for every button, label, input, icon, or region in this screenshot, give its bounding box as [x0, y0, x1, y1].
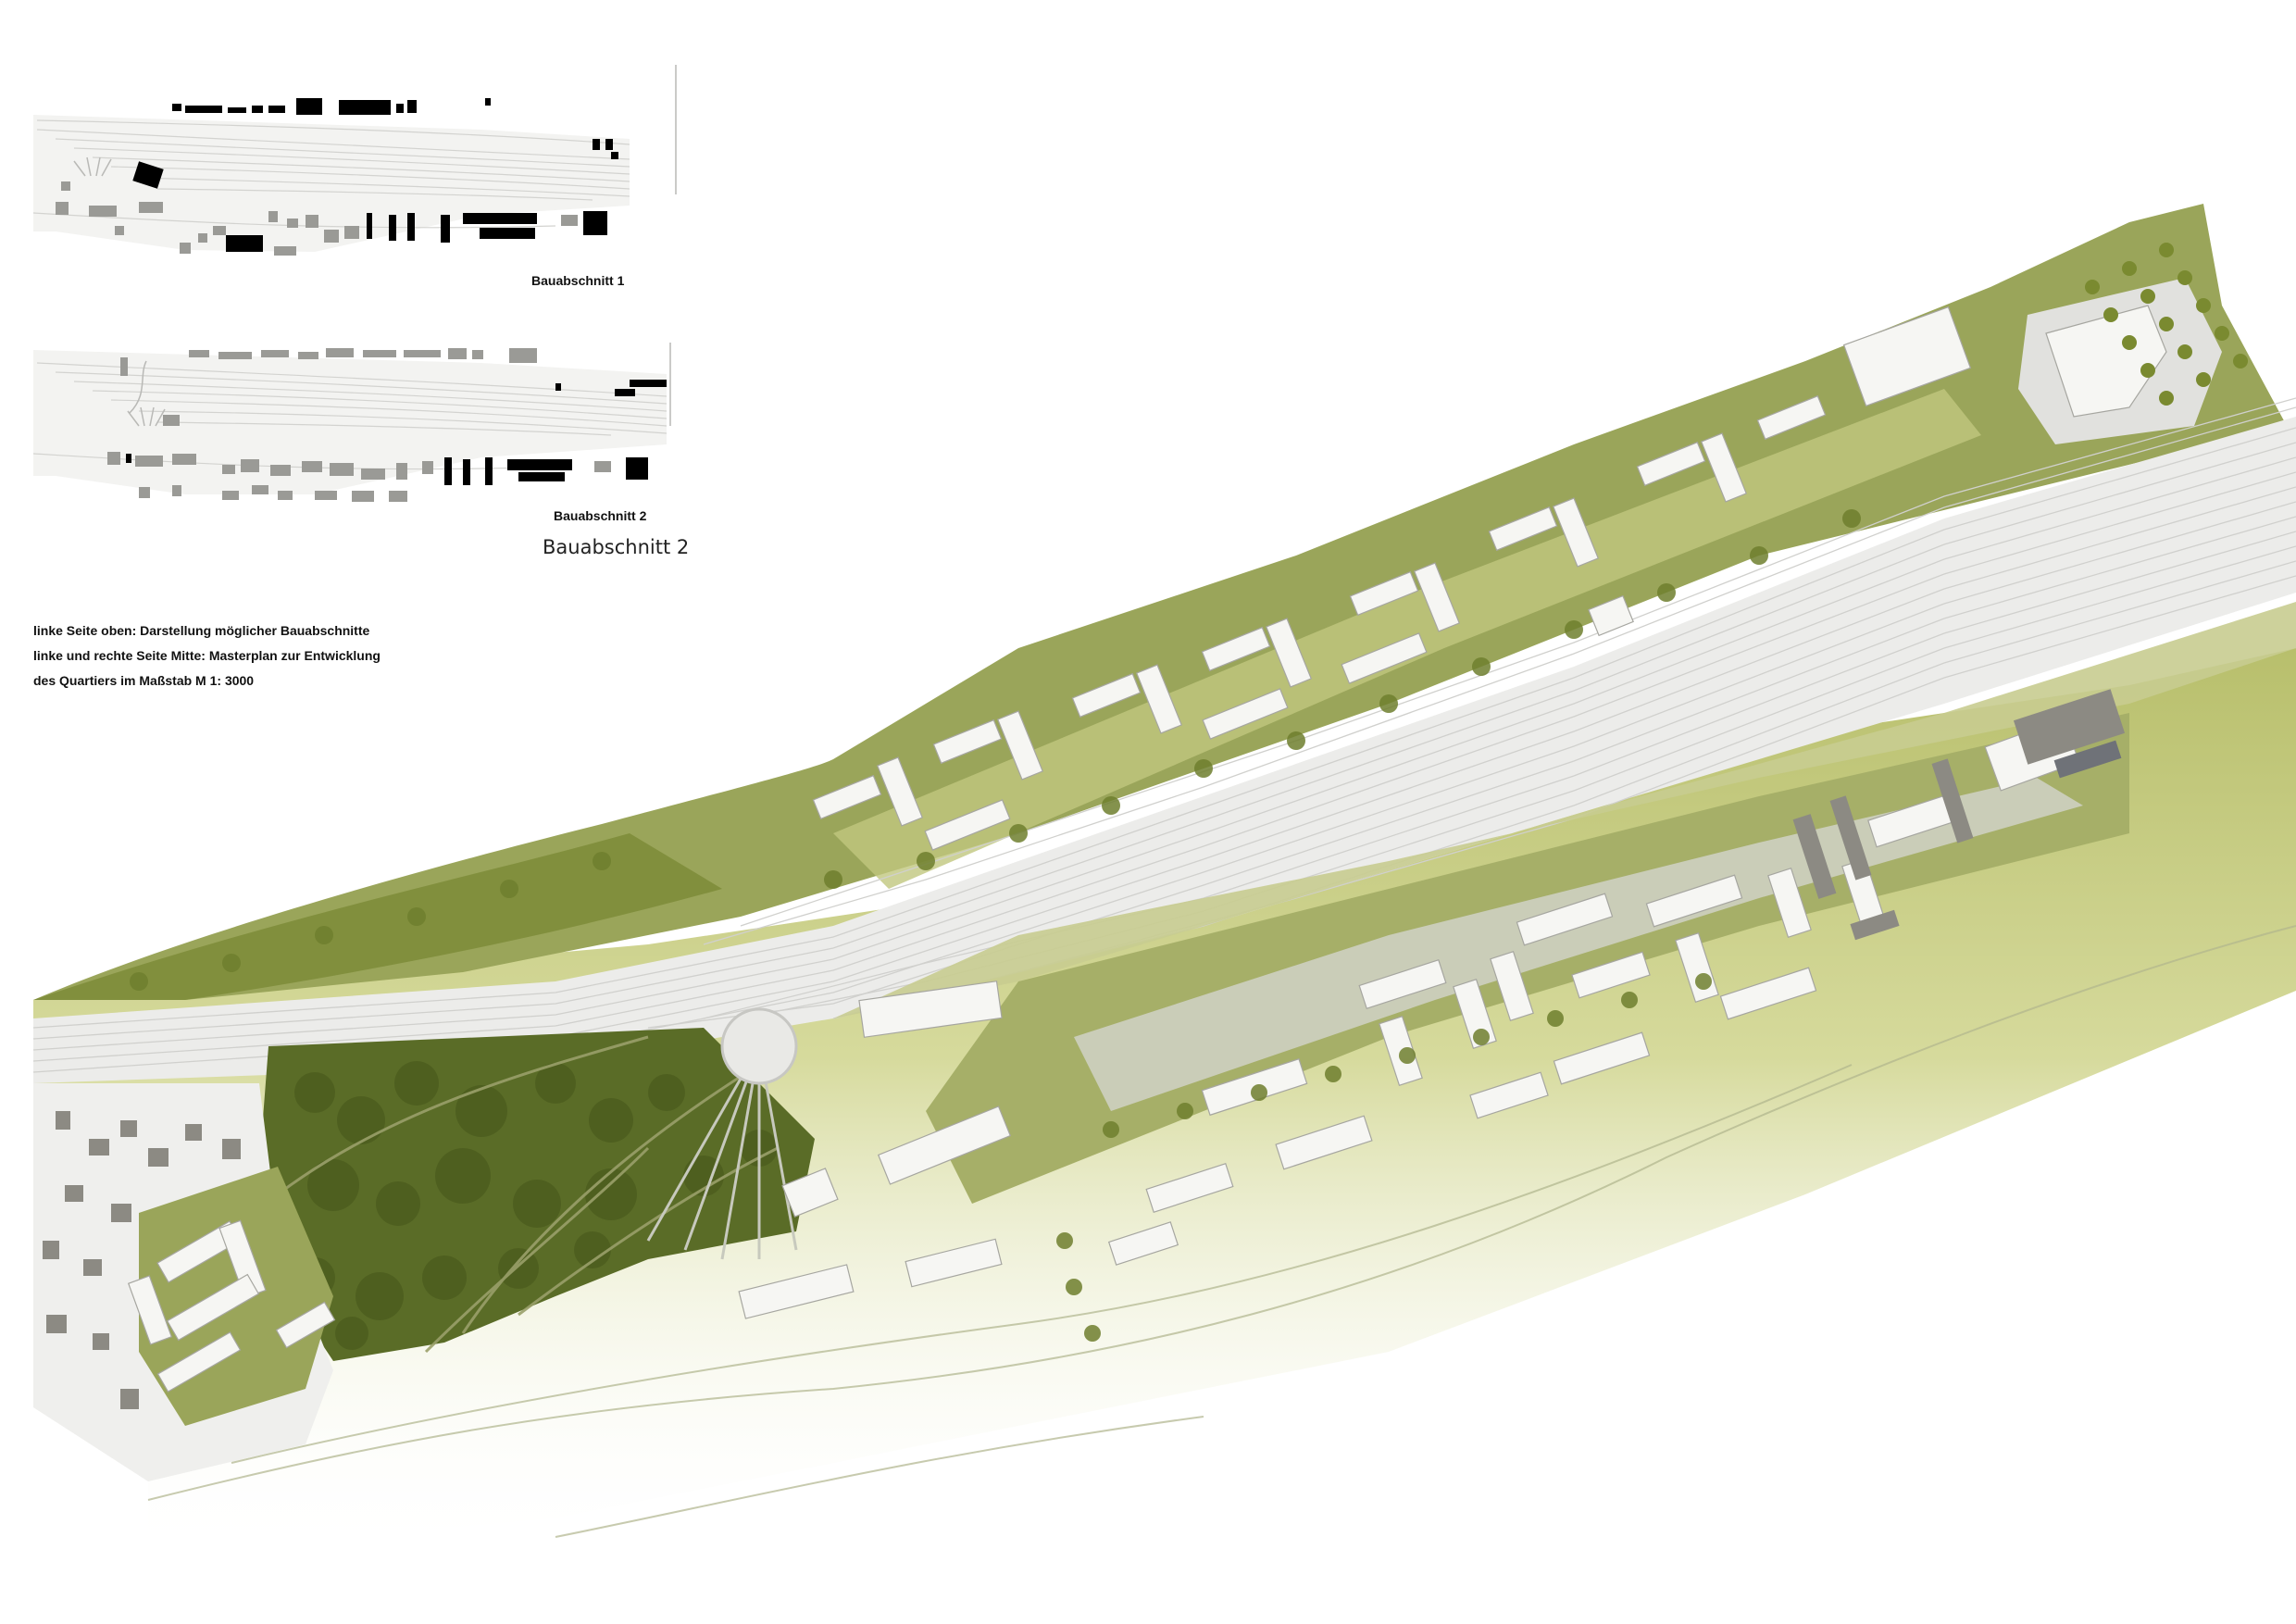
legend: linke Seite oben: Darstellung möglicher … — [33, 618, 381, 693]
phase-plan-2-label: Bauabschnitt 2 — [554, 508, 647, 523]
masterplan — [32, 204, 2296, 1555]
phase-plan-1: Bauabschnitt 1 — [32, 65, 677, 288]
legend-line-2: linke und rechte Seite Mitte: Masterplan… — [33, 648, 381, 663]
phase-plan-2-label-large: Bauabschnitt 2 — [543, 536, 689, 558]
phase-plan-2: Bauabschnitt 2 Bauabschnitt 2 — [32, 343, 689, 558]
roundabout — [720, 1007, 798, 1085]
south-quarter — [833, 602, 2296, 1018]
north-quarter — [33, 204, 2287, 1000]
phase-plan-1-label: Bauabschnitt 1 — [531, 273, 625, 288]
rail-corridor — [33, 417, 2296, 1083]
legend-line-3: des Quartiers im Maßstab M 1: 3000 — [33, 673, 255, 688]
legend-line-1: linke Seite oben: Darstellung möglicher … — [33, 623, 370, 638]
